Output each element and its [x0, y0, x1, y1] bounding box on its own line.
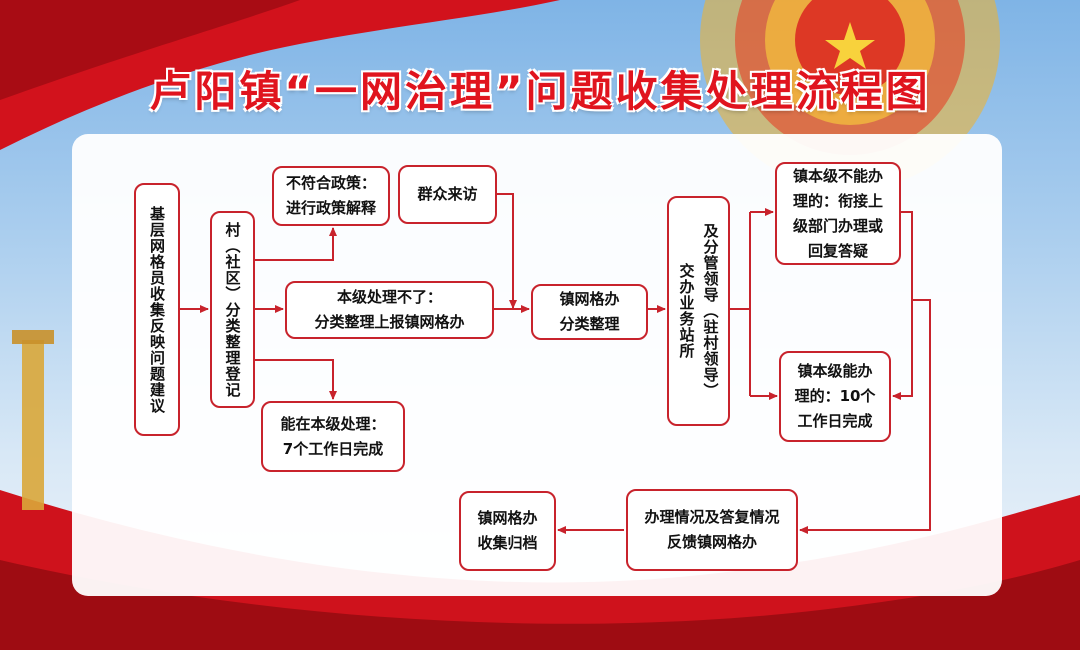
node-grid-collect: 基层网格员收集反映问题建议: [134, 183, 180, 436]
page-title: 卢阳镇“一网治理”问题收集处理流程图: [149, 67, 931, 116]
node-archive: 镇网格办 收集归档: [459, 491, 556, 571]
node-report-town: 本级处理不了： 分类整理上报镇网格办: [285, 281, 494, 339]
assign-text-col2: 及分管领导（驻村领导）: [701, 223, 720, 399]
node-policy-explain: 不符合政策： 进行政策解释: [272, 166, 390, 226]
node-feedback: 办理情况及答复情况 反馈镇网格办: [626, 489, 798, 571]
node-village-register: 村（社区）分类整理登记: [210, 211, 255, 408]
node-handle-local: 能在本级处理： 7个工作日完成: [261, 401, 405, 472]
node-town-cannot: 镇本级不能办 理的：衔接上 级部门办理或 回复答疑: [775, 162, 901, 265]
node-town-can: 镇本级能办 理的：10个 工作日完成: [779, 351, 891, 442]
assign-text-col1: 交办业务站所: [677, 263, 696, 359]
node-assign: 及分管领导（驻村领导） 交办业务站所: [667, 196, 730, 426]
node-public-visit: 群众来访: [398, 165, 497, 224]
node-town-sort: 镇网格办 分类整理: [531, 284, 648, 340]
star-icon: [825, 22, 875, 69]
